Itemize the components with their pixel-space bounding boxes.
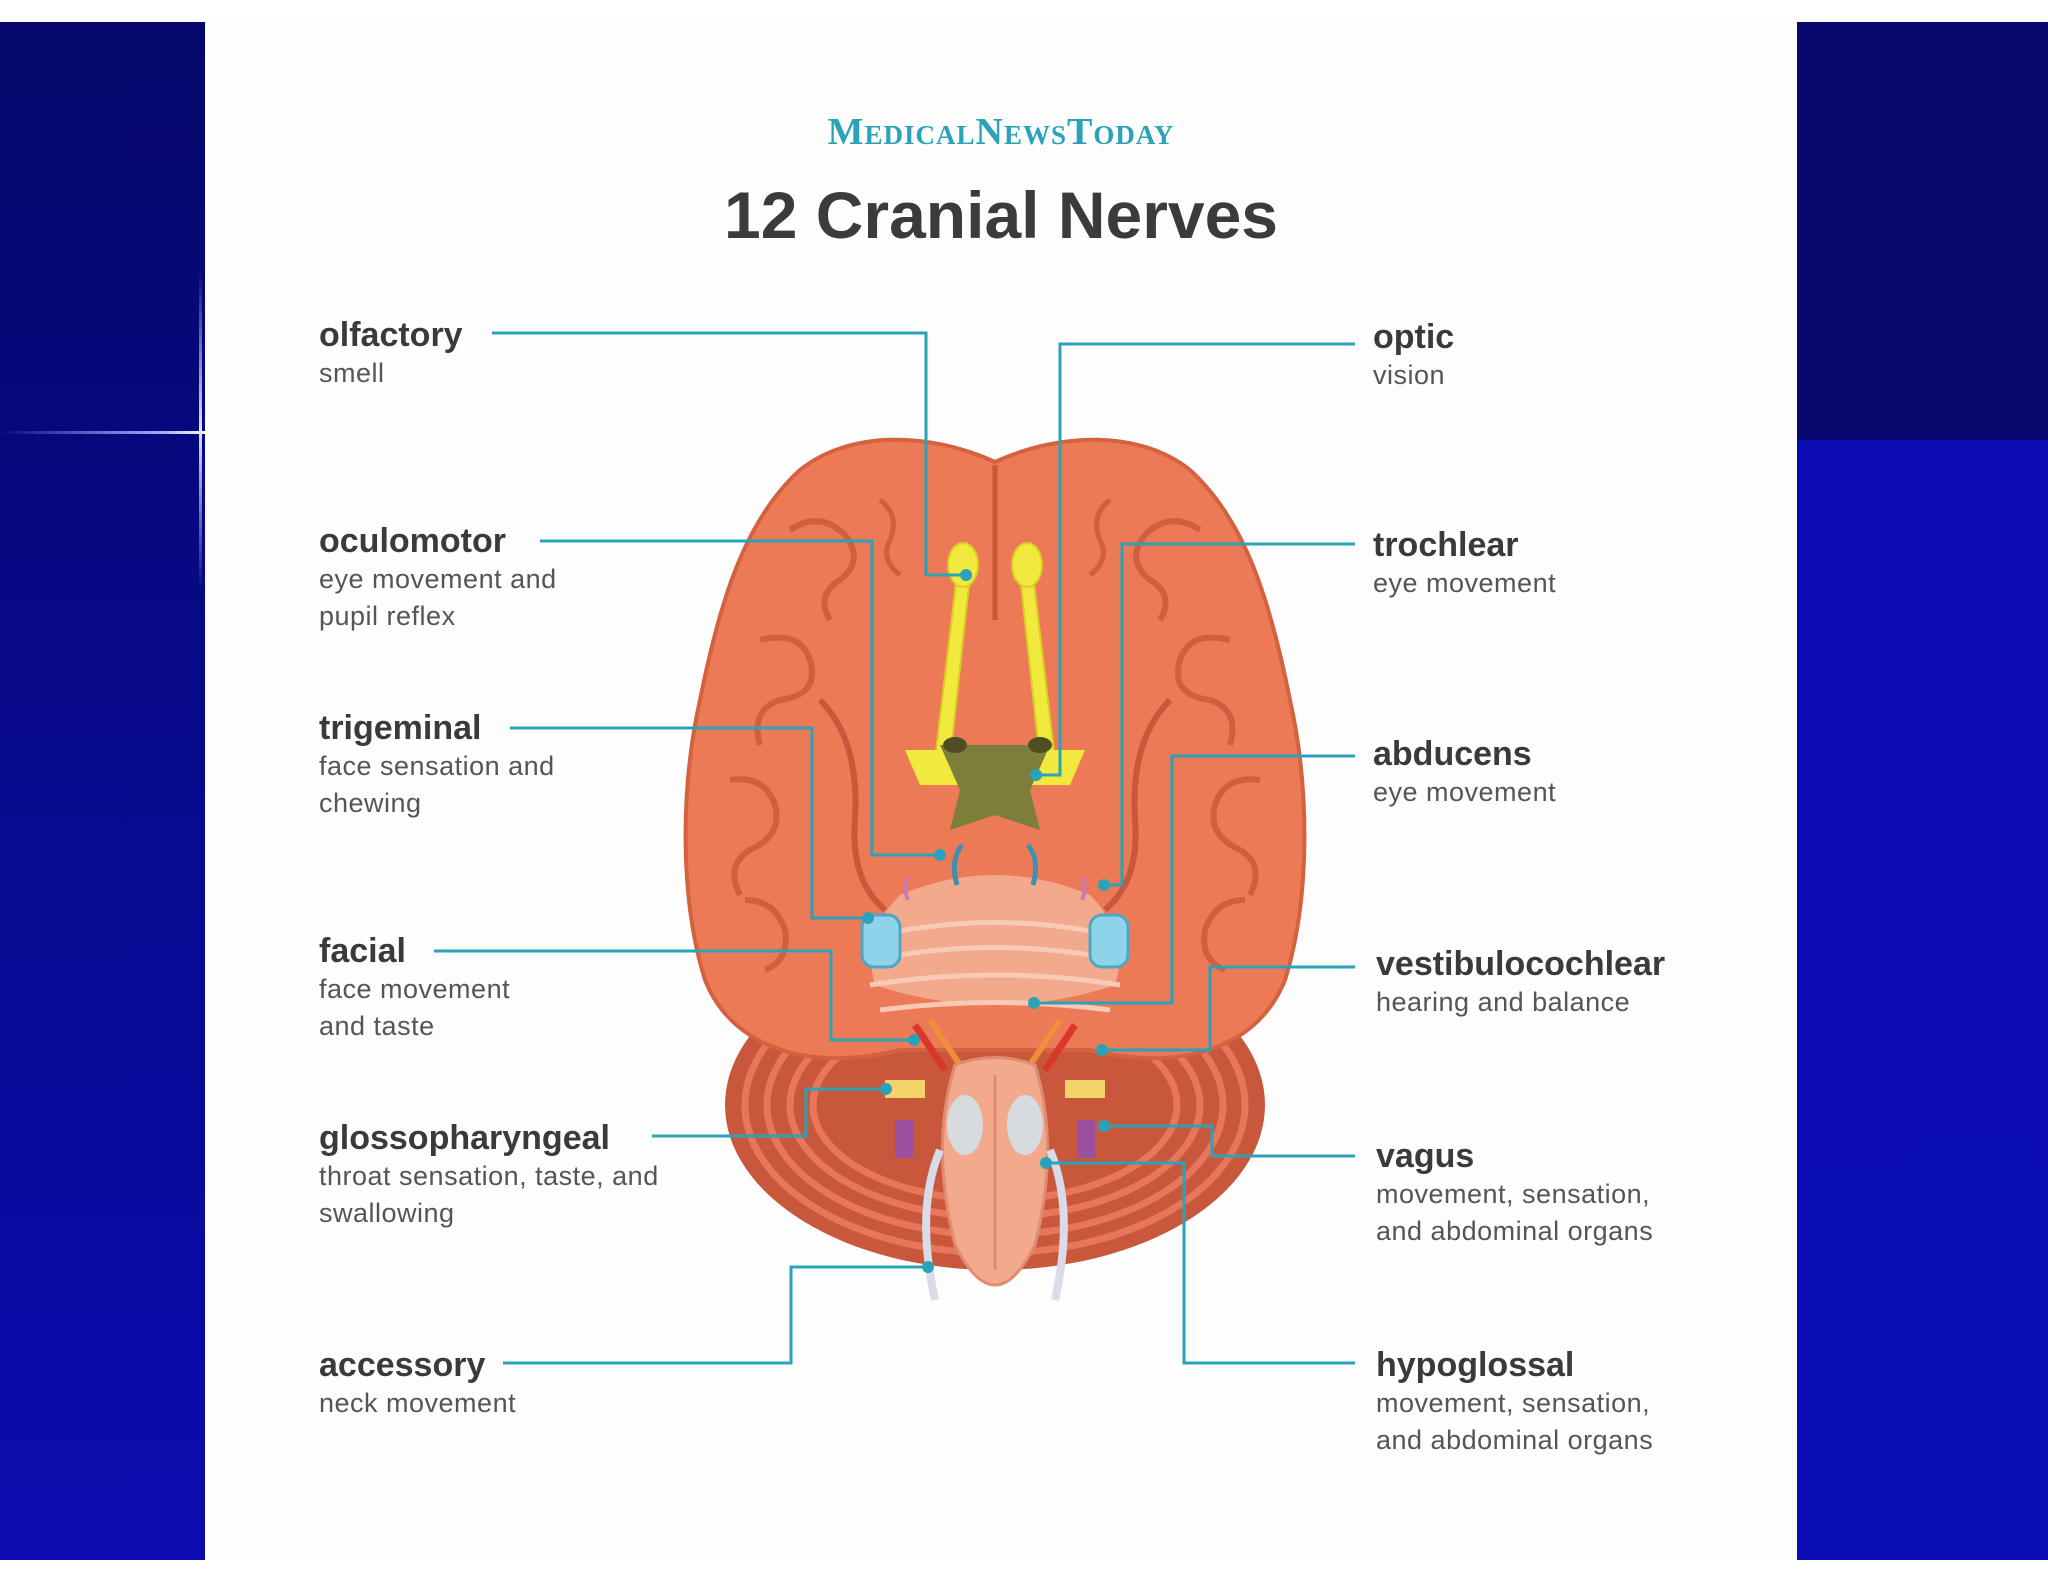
label-vestibulocochlear: vestibulocochlear hearing and balance xyxy=(1376,944,1796,1021)
nerve-function: movement, sensation, and abdominal organ… xyxy=(1376,1385,1686,1459)
nerve-name: glossopharyngeal xyxy=(319,1118,659,1158)
label-glossopharyngeal: glossopharyngeal throat sensation, taste… xyxy=(319,1118,659,1232)
nerve-name: accessory xyxy=(319,1345,739,1385)
label-trigeminal: trigeminal face sensation and chewing xyxy=(319,708,609,822)
nerve-function: movement, sensation, and abdominal organ… xyxy=(1376,1176,1686,1250)
label-facial: facial face movement and taste xyxy=(319,931,549,1045)
nerve-function: eye movement and pupil reflex xyxy=(319,561,609,635)
nerve-name: trochlear xyxy=(1373,525,1793,565)
nerve-function: vision xyxy=(1373,357,1793,394)
label-optic: optic vision xyxy=(1373,317,1793,394)
label-oculomotor: oculomotor eye movement and pupil reflex xyxy=(319,521,609,635)
label-vagus: vagus movement, sensation, and abdominal… xyxy=(1376,1136,1686,1250)
nerve-name: abducens xyxy=(1373,734,1793,774)
nerve-name: facial xyxy=(319,931,549,971)
nerve-name: optic xyxy=(1373,317,1793,357)
nerve-function: throat sensation, taste, and swallowing xyxy=(319,1158,659,1232)
label-accessory: accessory neck movement xyxy=(319,1345,739,1422)
nerve-name: vestibulocochlear xyxy=(1376,944,1796,984)
nerve-name: hypoglossal xyxy=(1376,1345,1686,1385)
nerve-function: eye movement xyxy=(1373,565,1793,602)
nerve-function: smell xyxy=(319,355,739,392)
nerve-function: face movement and taste xyxy=(319,971,549,1045)
label-olfactory: olfactory smell xyxy=(319,315,739,392)
nerve-name: oculomotor xyxy=(319,521,609,561)
nerve-function: eye movement xyxy=(1373,774,1793,811)
nerve-function: neck movement xyxy=(319,1385,739,1422)
nerve-function: hearing and balance xyxy=(1376,984,1796,1021)
nerve-function: face sensation and chewing xyxy=(319,748,609,822)
nerve-name: olfactory xyxy=(319,315,739,355)
label-hypoglossal: hypoglossal movement, sensation, and abd… xyxy=(1376,1345,1686,1459)
nerve-name: vagus xyxy=(1376,1136,1686,1176)
label-trochlear: trochlear eye movement xyxy=(1373,525,1793,602)
label-abducens: abducens eye movement xyxy=(1373,734,1793,811)
nerve-name: trigeminal xyxy=(319,708,609,748)
